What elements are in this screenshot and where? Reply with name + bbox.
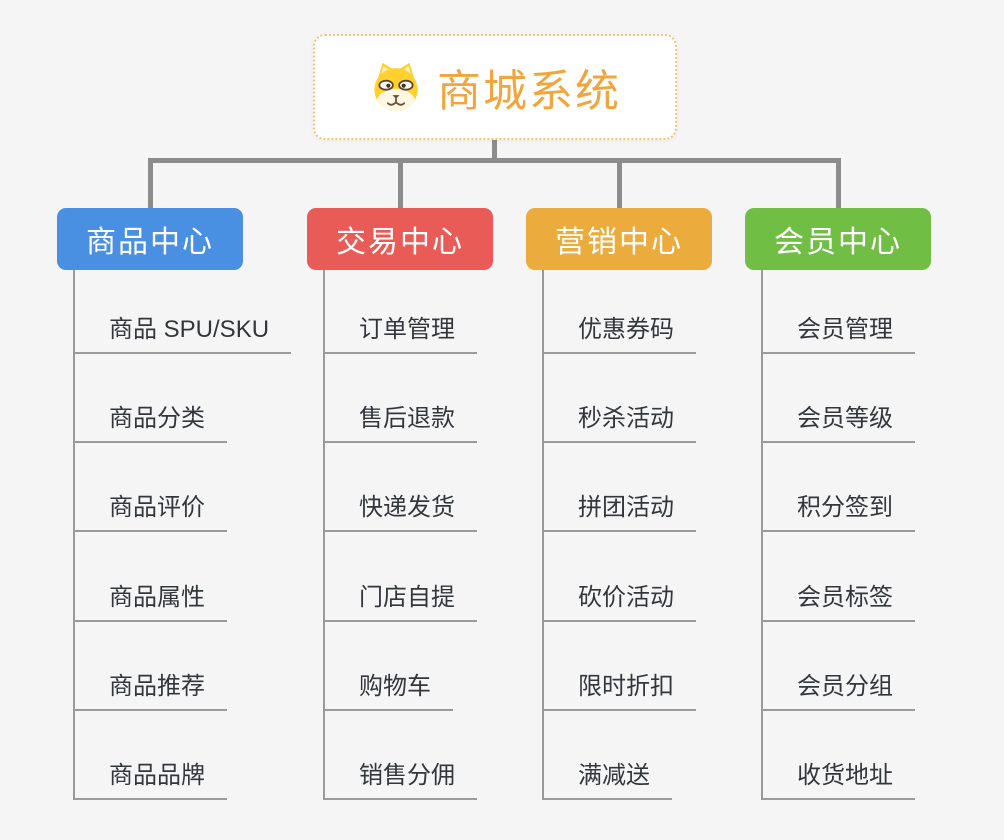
leaf-node[interactable]: 商品属性 — [75, 532, 227, 622]
connector-branch-stub — [617, 158, 622, 208]
connector-horizontal — [148, 158, 840, 163]
leaf-label: 订单管理 — [325, 309, 477, 354]
leaf-label: 售后退款 — [325, 398, 477, 444]
leaf-node[interactable]: 商品评价 — [75, 443, 227, 533]
leaf-node[interactable]: 商品分类 — [75, 354, 227, 444]
leaf-node[interactable]: 售后退款 — [325, 354, 477, 444]
branch-column: 订单管理售后退款快递发货门店自提购物车销售分佣 — [323, 270, 477, 800]
leaf-label: 砍价活动 — [544, 577, 696, 622]
leaf-node[interactable]: 满减送 — [544, 711, 672, 800]
leaf-node[interactable]: 积分签到 — [763, 443, 915, 533]
leaf-node[interactable]: 订单管理 — [325, 270, 477, 354]
leaf-node[interactable]: 会员标签 — [763, 532, 915, 622]
leaf-label: 购物车 — [325, 666, 453, 711]
leaf-node[interactable]: 拼团活动 — [544, 443, 696, 533]
leaf-label: 商品推荐 — [75, 666, 227, 711]
leaf-label: 商品属性 — [75, 577, 227, 622]
leaf-label: 快递发货 — [325, 487, 477, 533]
connector-branch-stub — [398, 158, 403, 208]
leaf-node[interactable]: 快递发货 — [325, 443, 477, 533]
leaf-label: 门店自提 — [325, 577, 477, 622]
root-title: 商城系统 — [437, 67, 621, 116]
leaf-node[interactable]: 限时折扣 — [544, 622, 696, 711]
leaf-node[interactable]: 会员管理 — [763, 270, 915, 354]
leaf-label: 商品 SPU/SKU — [75, 309, 292, 354]
leaf-node[interactable]: 销售分佣 — [325, 711, 477, 800]
leaf-node[interactable]: 会员分组 — [763, 622, 915, 711]
leaf-label: 优惠券码 — [544, 309, 696, 354]
connector-branch-stub — [148, 158, 153, 208]
leaf-node[interactable]: 商品品牌 — [75, 711, 227, 800]
branch-node[interactable]: 商品中心 — [57, 208, 243, 270]
connector-root-stub — [492, 140, 497, 163]
leaf-node[interactable]: 商品推荐 — [75, 622, 227, 711]
leaf-label: 会员等级 — [763, 398, 915, 444]
leaf-node[interactable]: 会员等级 — [763, 354, 915, 444]
leaf-label: 积分签到 — [763, 487, 915, 533]
leaf-label: 满减送 — [544, 755, 672, 800]
leaf-label: 收货地址 — [763, 755, 915, 800]
branch-node[interactable]: 营销中心 — [526, 208, 712, 270]
leaf-label: 会员管理 — [763, 309, 915, 354]
branch-node[interactable]: 会员中心 — [745, 208, 931, 270]
leaf-label: 限时折扣 — [544, 666, 696, 711]
leaf-node[interactable]: 商品 SPU/SKU — [75, 270, 292, 354]
leaf-label: 商品品牌 — [75, 755, 227, 800]
leaf-label: 商品评价 — [75, 487, 227, 533]
branch-column: 会员管理会员等级积分签到会员标签会员分组收货地址 — [761, 270, 915, 800]
leaf-label: 会员分组 — [763, 666, 915, 711]
leaf-node[interactable]: 砍价活动 — [544, 532, 696, 622]
leaf-label: 商品分类 — [75, 398, 227, 444]
root-node[interactable]: 商城系统 — [313, 34, 677, 140]
leaf-node[interactable]: 优惠券码 — [544, 270, 696, 354]
leaf-label: 拼团活动 — [544, 487, 696, 533]
leaf-node[interactable]: 秒杀活动 — [544, 354, 696, 444]
branch-node[interactable]: 交易中心 — [307, 208, 493, 270]
leaf-label: 销售分佣 — [325, 755, 477, 800]
leaf-label: 秒杀活动 — [544, 398, 696, 444]
leaf-node[interactable]: 购物车 — [325, 622, 453, 711]
leaf-node[interactable]: 门店自提 — [325, 532, 477, 622]
branch-column: 优惠券码秒杀活动拼团活动砍价活动限时折扣满减送 — [542, 270, 696, 800]
leaf-label: 会员标签 — [763, 577, 915, 622]
leaf-node[interactable]: 收货地址 — [763, 711, 915, 800]
connector-branch-stub — [836, 158, 841, 208]
dog-face-icon — [369, 60, 423, 114]
branch-column: 商品 SPU/SKU 商品分类商品评价商品属性商品推荐商品品牌 — [73, 270, 292, 800]
